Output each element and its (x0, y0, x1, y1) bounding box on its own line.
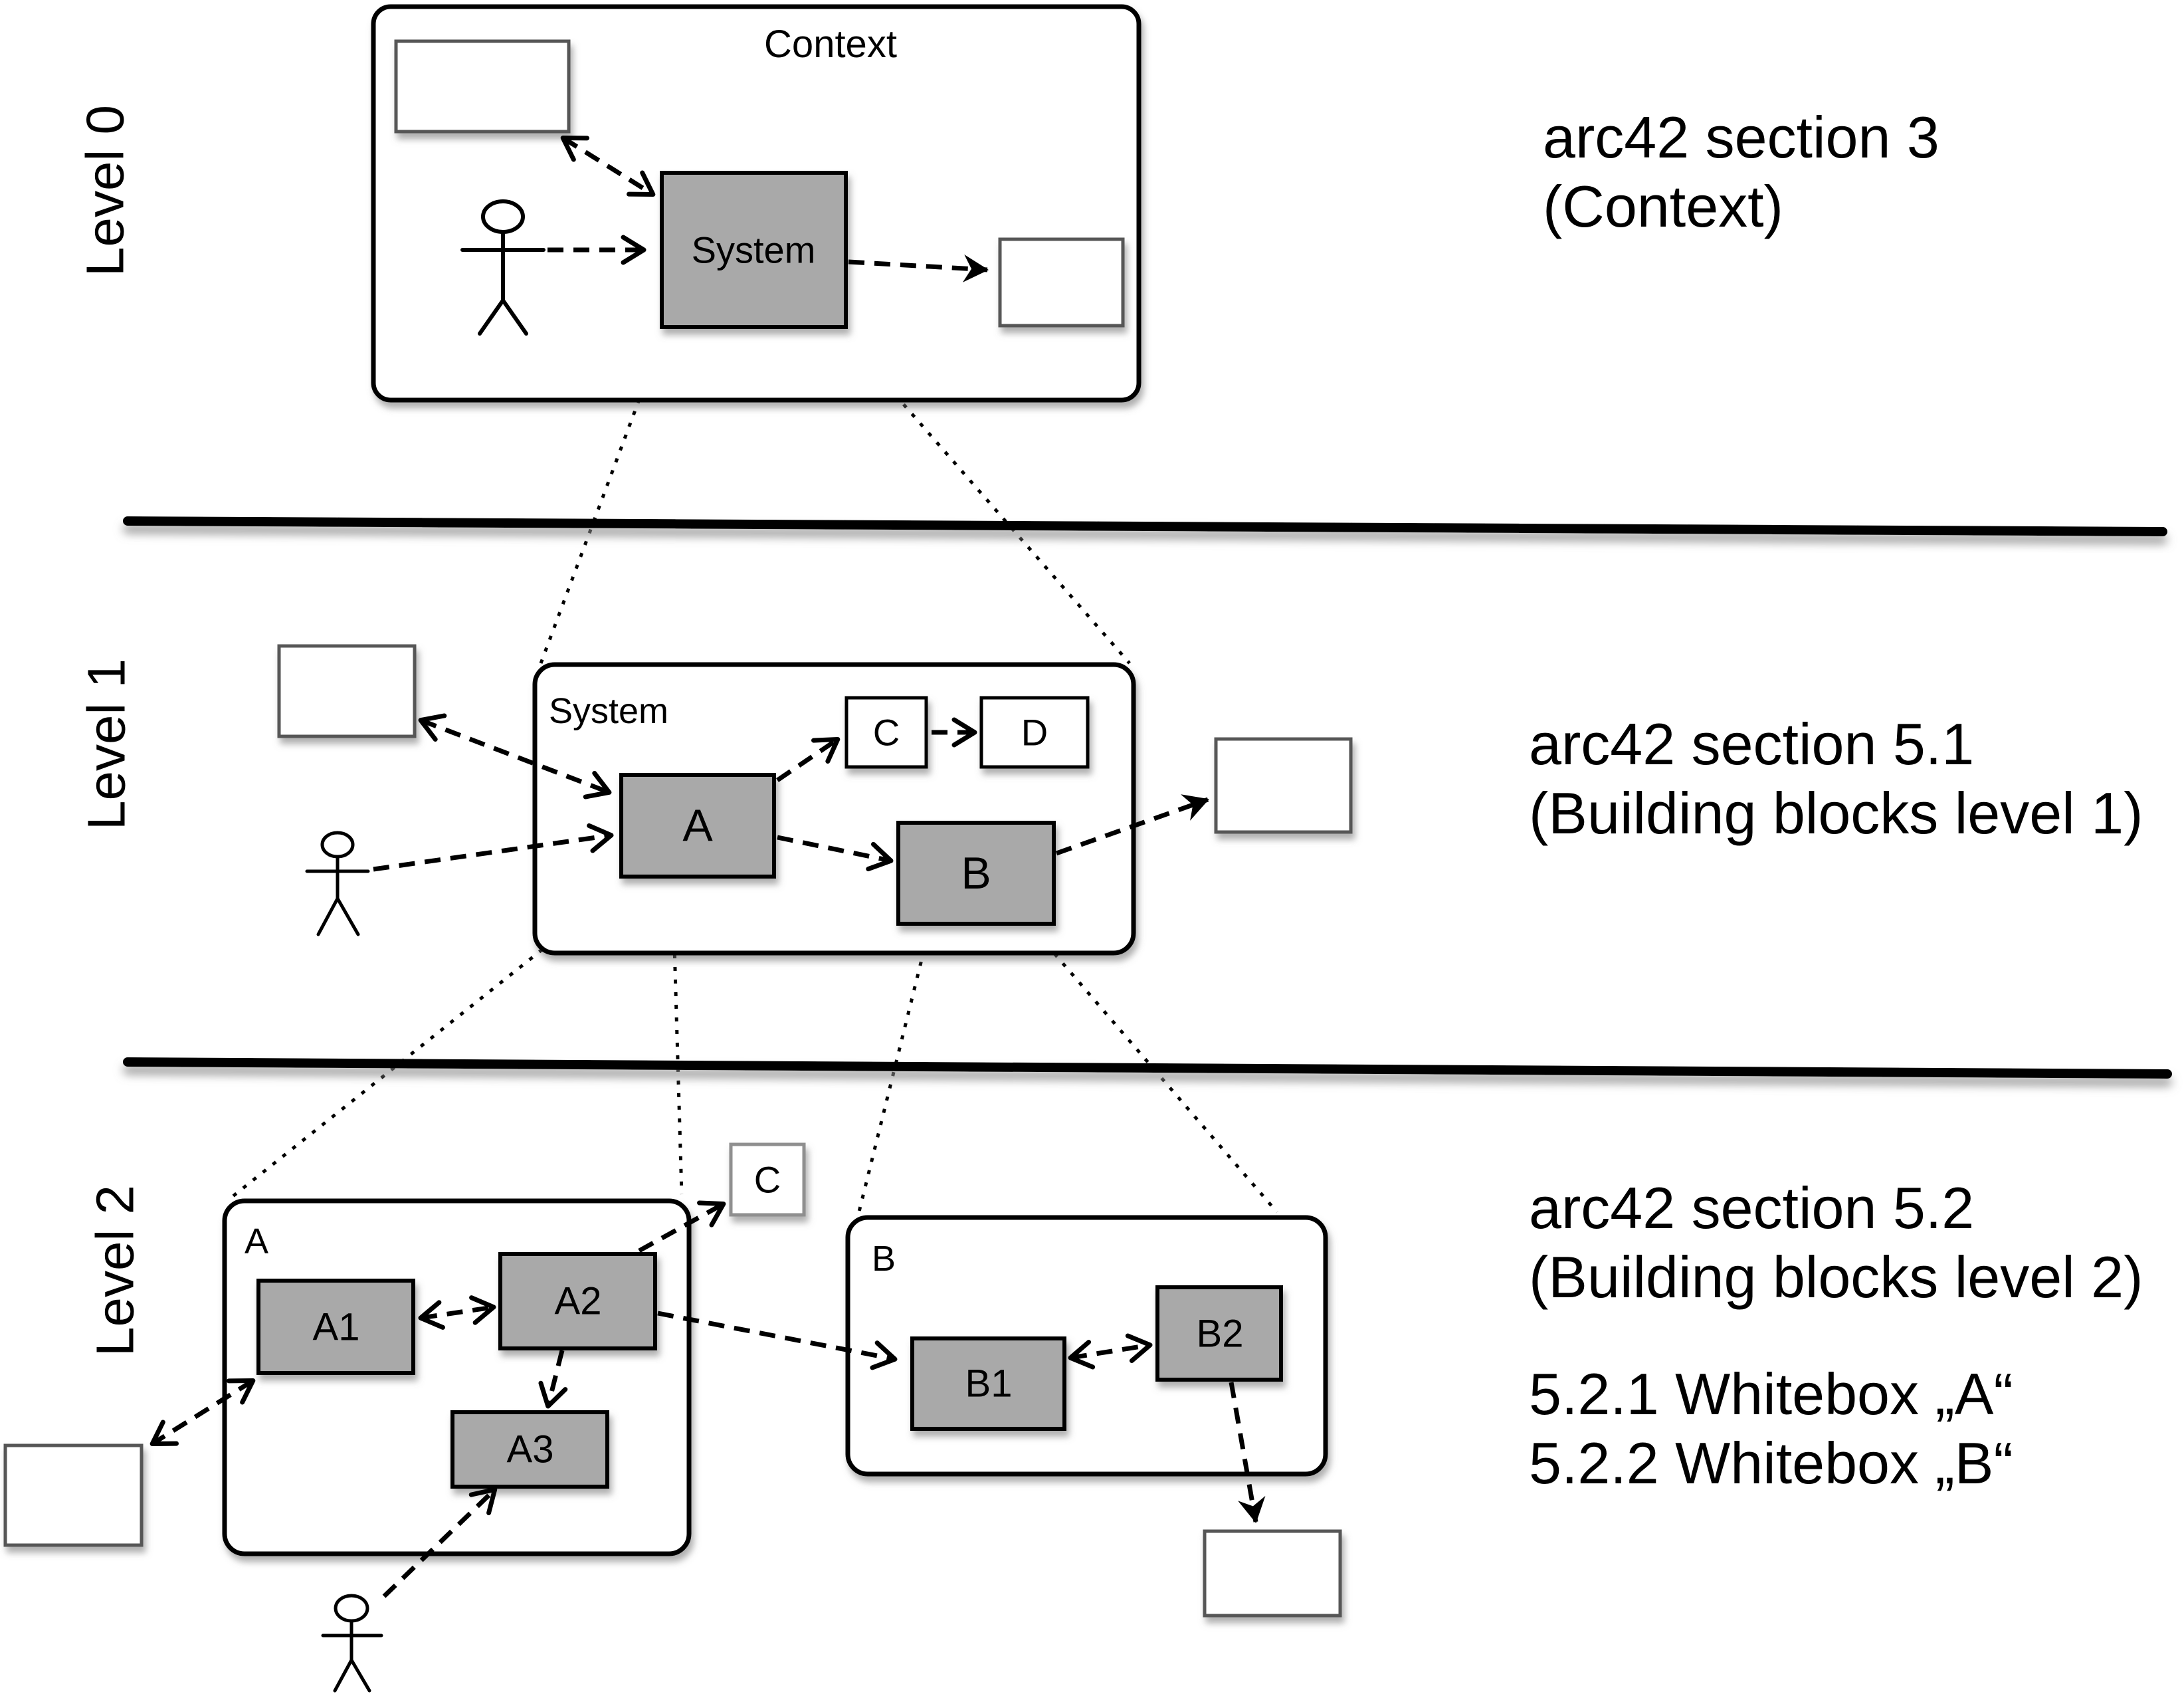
external-box-l0-right (998, 237, 1125, 328)
level-divider-1 (123, 516, 2167, 536)
level-divider-2 (123, 1057, 2172, 1079)
block-b-l1-label: B (961, 848, 991, 899)
external-box-l1-left (277, 644, 417, 738)
external-box-l0-top-left (394, 39, 571, 134)
block-c-l1 (844, 696, 928, 769)
actor-stick-figure-l2 (321, 1594, 383, 1693)
block-a-l1 (619, 773, 776, 879)
actor-stick-figure-l0 (460, 199, 546, 336)
external-box-l2-bottom-left (3, 1443, 144, 1547)
block-b1 (910, 1336, 1066, 1431)
arrow-l2-a2-to-b1 (657, 1311, 898, 1370)
arrow-l1-leftbox-a-bidirectional (418, 713, 612, 799)
level-0-label: Level 0 (76, 105, 135, 276)
context-container-title: Context (764, 23, 897, 66)
arrow-l1-b-to-rightbox (1055, 794, 1209, 856)
note-whitebox-b: 5.2.2 Whitebox „B“ (1529, 1430, 2013, 1496)
block-a1-label: A1 (313, 1306, 360, 1349)
block-d-l1-label: D (1021, 712, 1048, 754)
note-arc42-section-5-2: arc42 section 5.2 (1529, 1175, 1974, 1241)
block-c-l1-label: C (873, 712, 900, 754)
note-whitebox-a: 5.2.1 Whitebox „A“ (1529, 1361, 2013, 1427)
neighbor-block-c-l2-label: C (754, 1159, 781, 1201)
arrow-l1-actor-to-a (373, 823, 614, 872)
block-a2-label: A2 (555, 1280, 602, 1323)
arrow-l0-box-system-bidirectional (560, 135, 656, 197)
arrow-l2-a2-to-neighbor-c (638, 1200, 726, 1253)
system-container-l1-title: System (549, 691, 668, 731)
note-building-blocks-level-2: (Building blocks level 2) (1529, 1244, 2143, 1310)
block-b-l1 (896, 821, 1056, 926)
block-a3 (450, 1410, 609, 1489)
whitebox-b-title: B (872, 1239, 896, 1279)
block-b2-label: B2 (1197, 1313, 1244, 1356)
note-building-blocks-level-1: (Building blocks level 1) (1529, 780, 2143, 846)
block-d-l1 (979, 696, 1090, 769)
note-arc42-section-3: arc42 section 3 (1543, 104, 1939, 170)
external-box-l1-right (1214, 737, 1353, 834)
block-a-l1-label: A (682, 800, 713, 851)
block-b1-label: B1 (965, 1362, 1013, 1406)
block-b2 (1155, 1285, 1283, 1382)
actor-stick-figure-l1 (305, 831, 370, 936)
block-a2 (498, 1252, 657, 1350)
trace-a-to-whitebox-a-left (230, 877, 633, 1199)
trace-system-to-level1-left (539, 328, 668, 664)
arrow-l2-a1-a2-bidirectional (418, 1295, 496, 1330)
arrow-l2-a2-to-a3 (538, 1350, 568, 1409)
system-block-l0 (660, 171, 848, 329)
level-1-label: Level 1 (77, 659, 136, 830)
neighbor-block-c-l2 (729, 1142, 806, 1217)
arrow-l1-a-to-b (777, 835, 894, 872)
note-arc42-section-5-1: arc42 section 5.1 (1529, 711, 1974, 777)
note-context: (Context) (1543, 173, 1783, 239)
system-block-l0-label: System (692, 229, 816, 271)
external-box-l2-bottom-right (1203, 1529, 1342, 1618)
arrow-l2-b1-b2-bidirectional (1068, 1333, 1153, 1370)
block-a3-label: A3 (507, 1428, 554, 1471)
arrow-l0-system-to-right-box (848, 254, 989, 282)
whitebox-a-title: A (245, 1221, 268, 1261)
arrow-l2-b2-to-bottom-box (1229, 1382, 1266, 1523)
arrow-l1-a-to-c (776, 736, 841, 782)
level-2-label: Level 2 (86, 1185, 145, 1356)
arrow-l2-a1-leftbox-bidirectional (149, 1378, 256, 1447)
block-a1 (256, 1279, 415, 1375)
